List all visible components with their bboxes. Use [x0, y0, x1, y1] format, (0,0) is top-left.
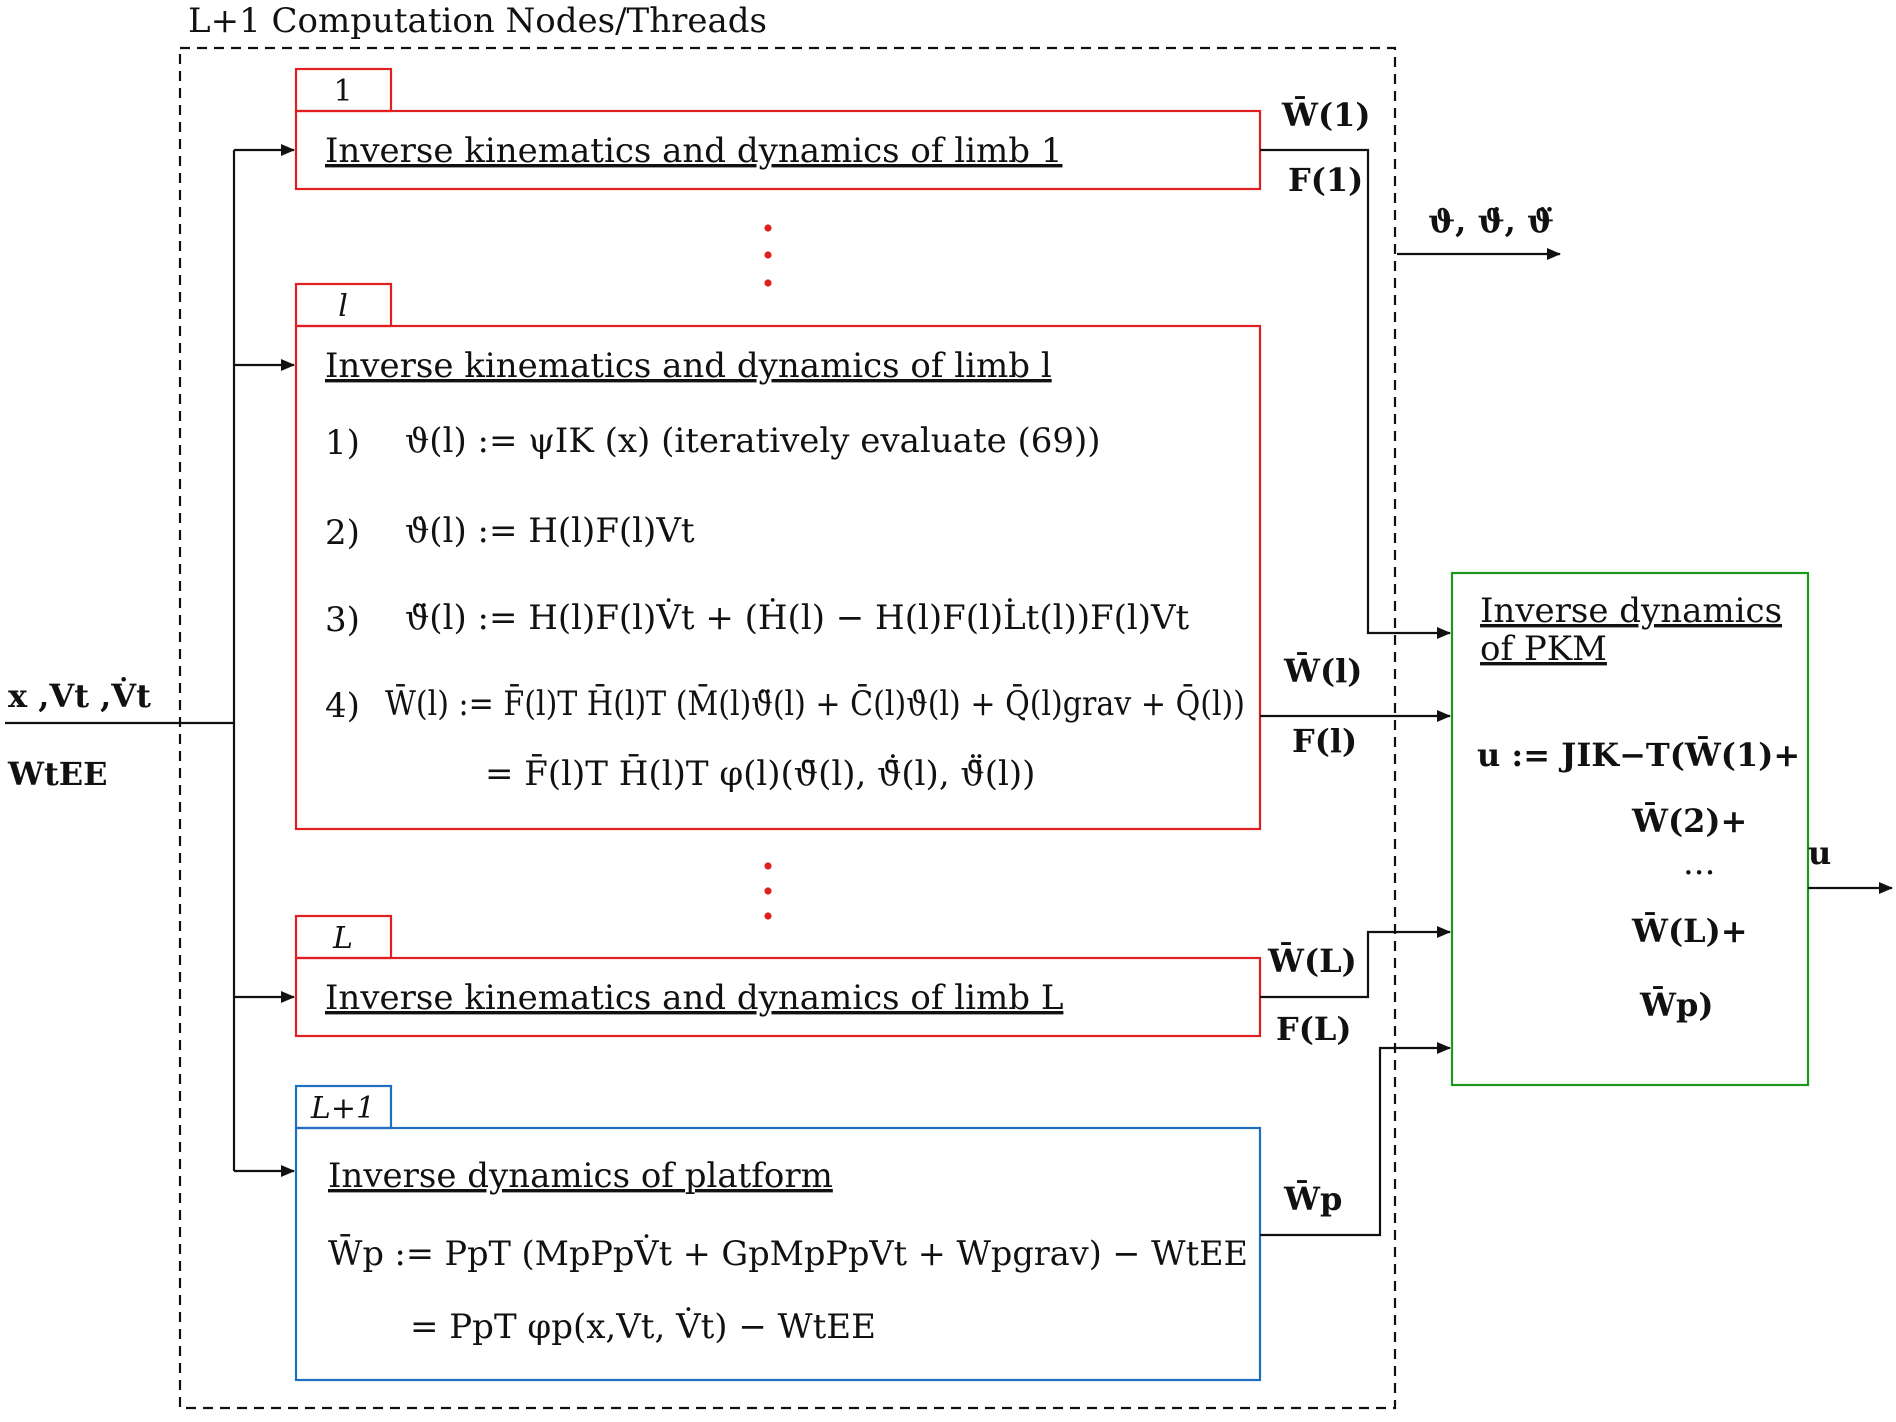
step-2-number: 2)	[325, 513, 360, 553]
limb-l-box	[294, 324, 1262, 831]
limb-1-tab-label: 1	[333, 74, 352, 109]
limb-1-output-wrench: W̄(1)	[1281, 96, 1370, 134]
platform-equation-2: = PpT φp(x,Vt, V̇t) − WtEE	[410, 1307, 876, 1347]
pkm-output-label: u	[1808, 834, 1831, 872]
step-3-equation: ϑ̈(l) := H(l)F(l)V̇t + (Ḣ(l) − H(l)F(l)L…	[405, 598, 1190, 638]
pkm-equation-line-3: ···	[1683, 853, 1715, 893]
pkm-heading-line-1: Inverse dynamics	[1480, 591, 1782, 631]
computation-frame	[178, 46, 1397, 1410]
step-4-equation: W̄(l) := F̄(l)T H̄(l)T (M̄(l)ϑ̈(l) + C̄(…	[385, 683, 1245, 724]
limb-1-node: 1 Inverse kinematics and dynamics of lim…	[294, 67, 1262, 191]
limb-l-tab-label: l	[338, 289, 348, 324]
platform-equation-1: W̄p := PpT (MpPpV̇t + GpMpPpVt + Wpgrav)…	[328, 1233, 1248, 1274]
frame-title: L+1 Computation Nodes/Threads	[188, 1, 767, 41]
joint-output-label: ϑ, ϑ̇, ϑ̈	[1428, 202, 1554, 240]
limb-1-heading: Inverse kinematics and dynamics of limb …	[325, 131, 1062, 171]
step-3-number: 3)	[325, 600, 360, 640]
pkm-equation-line-4: W̄(L)+	[1631, 912, 1748, 950]
ellipsis-dots-upper	[764, 224, 772, 287]
limb-l-output-force: F(l)	[1292, 722, 1357, 760]
limb-L-heading: Inverse kinematics and dynamics of limb …	[325, 978, 1063, 1018]
pkm-node: Inverse dynamics of PKM u := JIK−T(W̄(1)…	[1450, 571, 1810, 1087]
limb-l-heading: Inverse kinematics and dynamics of limb …	[325, 346, 1052, 386]
step-1-number: 1)	[325, 423, 360, 463]
step-2-equation: ϑ̇(l) := H(l)F(l)Vt	[405, 511, 695, 551]
platform-output-wrench: W̄p	[1283, 1180, 1342, 1218]
limb-L-tab-label: L	[332, 921, 353, 956]
limb-l-node: l Inverse kinematics and dynamics of lim…	[294, 282, 1262, 831]
input-wiring	[5, 144, 295, 1177]
limb-l-output-wrench: W̄(l)	[1283, 652, 1362, 690]
limb-L-output-wrench: W̄(L)	[1267, 942, 1357, 980]
limb-L-node: L Inverse kinematics and dynamics of lim…	[294, 914, 1262, 1038]
platform-box	[294, 1126, 1262, 1382]
ellipsis-dots-lower	[764, 862, 772, 920]
step-4-equation-continued: = F̄(l)T H̄(l)T φ(l)(ϑ̄(l), ϑ̄̇(l), ϑ̄̈(…	[485, 753, 1035, 794]
step-4-number: 4)	[325, 686, 360, 726]
limb-L-output-force: F(L)	[1276, 1010, 1352, 1048]
pkm-heading-line-2: of PKM	[1480, 629, 1607, 669]
platform-tab-label: L+1	[310, 1091, 375, 1126]
step-1-equation: ϑ(l) := ψIK (x) (iteratively evaluate (6…	[405, 421, 1101, 461]
input-signals-line-2: WtEE	[7, 755, 108, 793]
pkm-equation-line-5: W̄p)	[1639, 986, 1713, 1024]
limb-1-output-force: F(1)	[1288, 161, 1363, 199]
platform-node: L+1 Inverse dynamics of platform W̄p := …	[294, 1084, 1262, 1382]
input-signals-line-1: x ,Vt ,V̇t	[8, 677, 151, 715]
output-wiring	[1260, 148, 1893, 1237]
pkm-box	[1450, 571, 1810, 1087]
pkm-equation-line-1: u := JIK−T(W̄(1)+	[1477, 736, 1800, 774]
pkm-equation-line-2: W̄(2)+	[1631, 802, 1747, 840]
platform-heading: Inverse dynamics of platform	[328, 1156, 833, 1196]
